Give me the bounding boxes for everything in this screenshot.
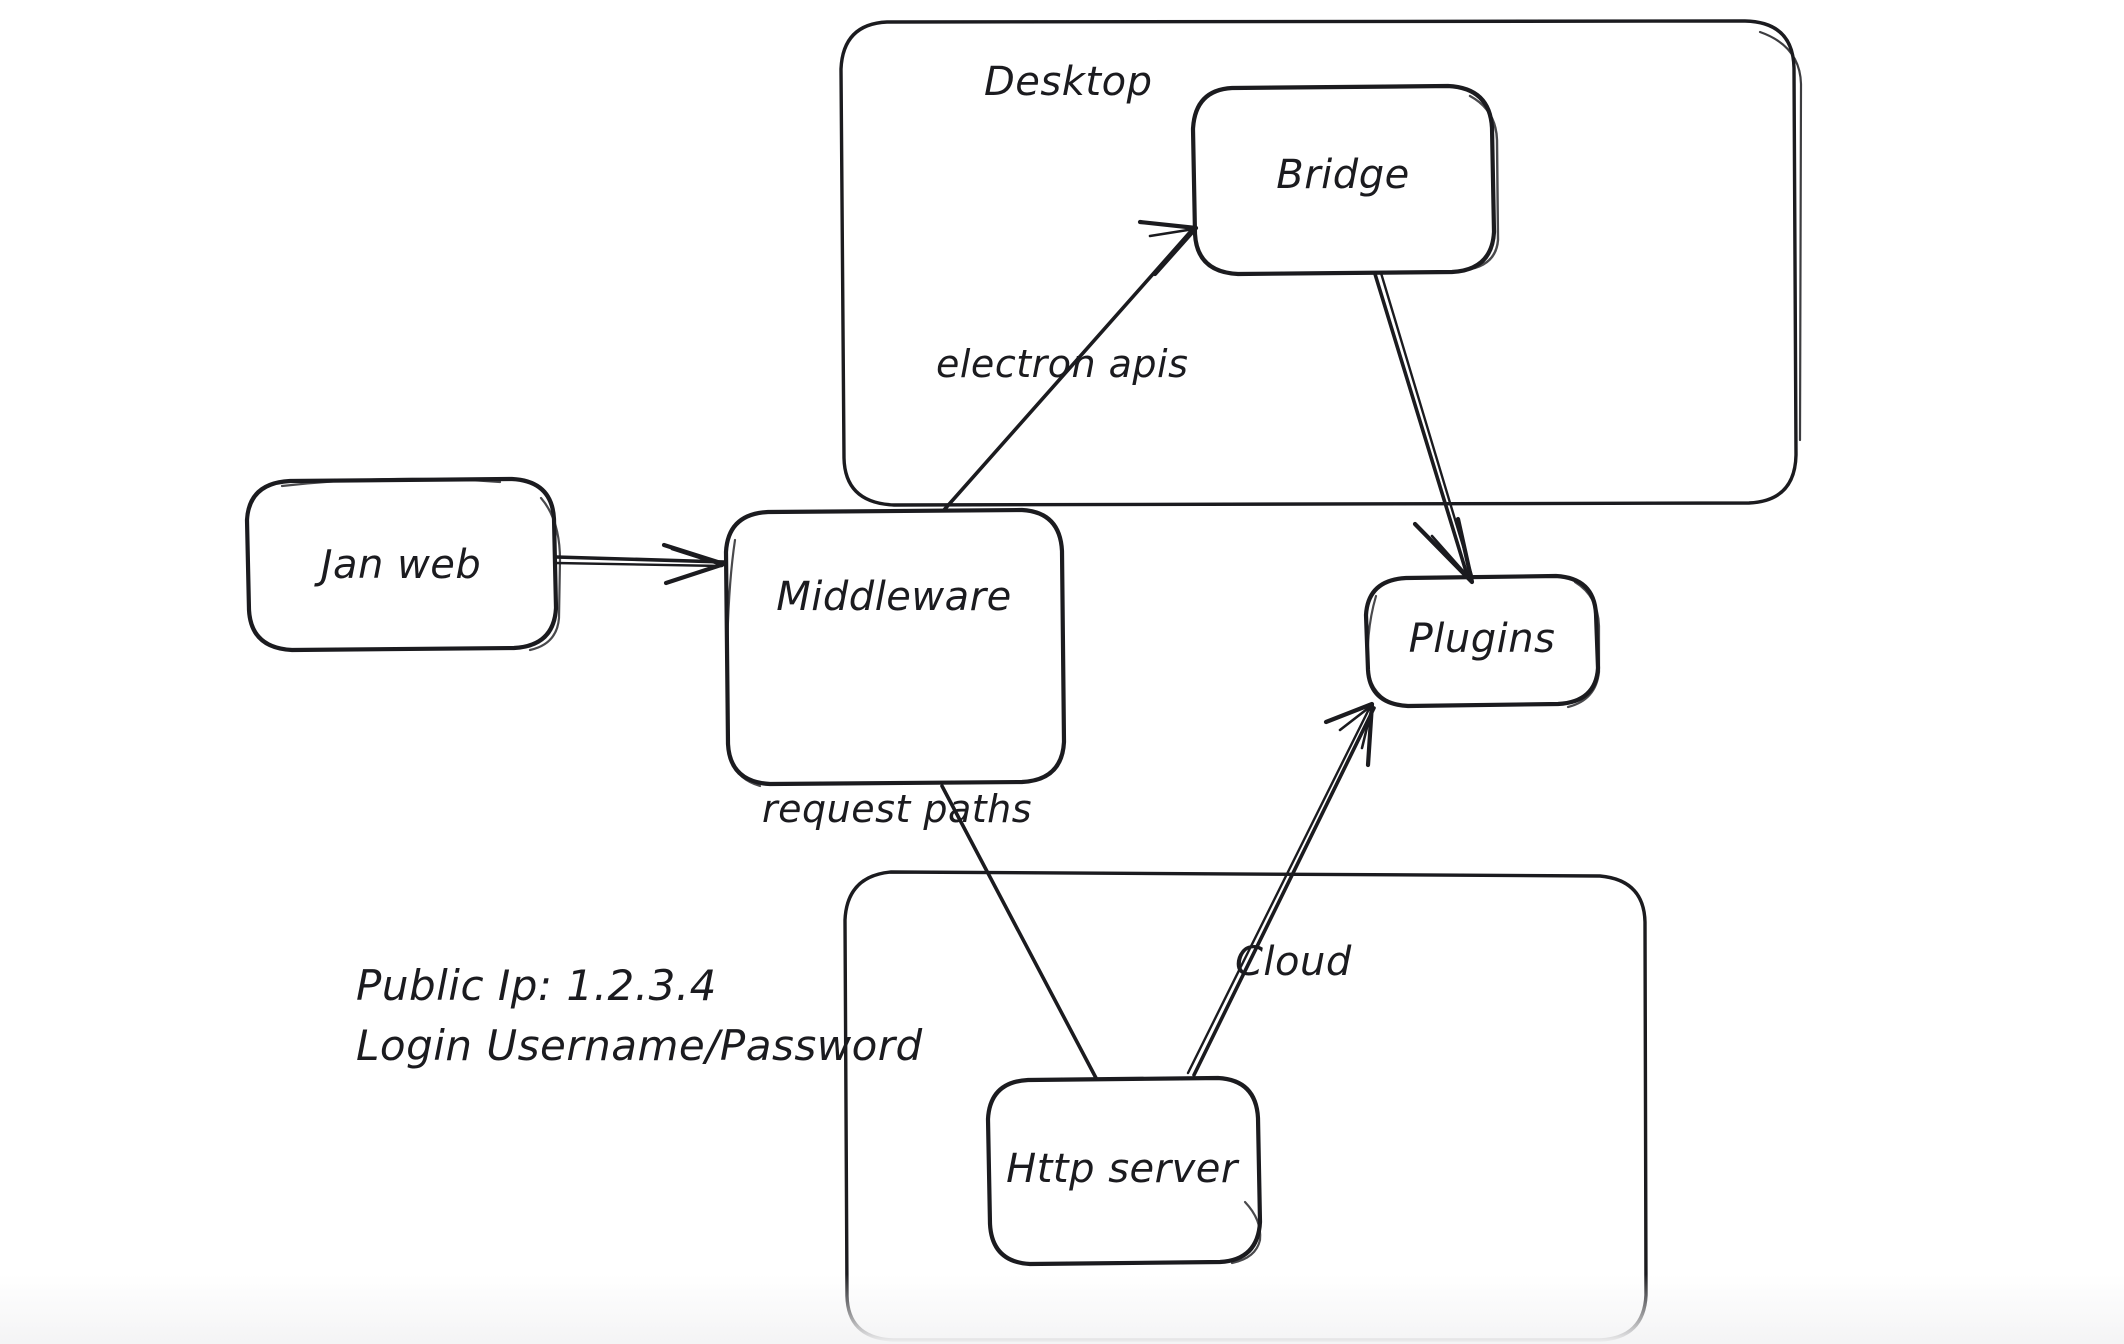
- node-jan-web[interactable]: Jan web: [244, 476, 562, 653]
- node-middleware-label: Middleware: [776, 574, 1011, 620]
- node-plugins-label: Plugins: [1409, 616, 1556, 662]
- edge-http-server-to-middleware[interactable]: request paths: [762, 784, 1098, 1080]
- node-bridge-label: Bridge: [1276, 152, 1409, 198]
- edge-label-request-paths: request paths: [762, 787, 1032, 831]
- container-cloud[interactable]: Cloud: [843, 870, 1648, 1342]
- edge-bridge-to-plugins[interactable]: [1373, 271, 1475, 585]
- note-login: Login Username/Password: [356, 1021, 923, 1070]
- edge-middleware-to-bridge[interactable]: electron apis: [936, 219, 1199, 512]
- edge-label-electron-apis: electron apis: [936, 342, 1188, 386]
- container-cloud-label: Cloud: [1235, 939, 1352, 985]
- container-desktop-label: Desktop: [984, 59, 1152, 105]
- edge-http-server-to-plugins[interactable]: [1186, 701, 1376, 1077]
- node-bridge[interactable]: Bridge: [1190, 83, 1500, 277]
- notes-block: Public Ip: 1.2.3.4 Login Username/Passwo…: [356, 961, 923, 1070]
- container-desktop[interactable]: Desktop: [839, 19, 1803, 507]
- node-plugins[interactable]: Plugins: [1363, 573, 1601, 709]
- node-http-server[interactable]: Http server: [985, 1075, 1263, 1267]
- node-middleware[interactable]: Middleware: [723, 507, 1067, 788]
- note-public-ip: Public Ip: 1.2.3.4: [356, 961, 717, 1010]
- node-jan-web-label: Jan web: [314, 542, 482, 588]
- edge-jan-web-to-middleware[interactable]: [554, 542, 727, 586]
- node-http-server-label: Http server: [1006, 1146, 1240, 1192]
